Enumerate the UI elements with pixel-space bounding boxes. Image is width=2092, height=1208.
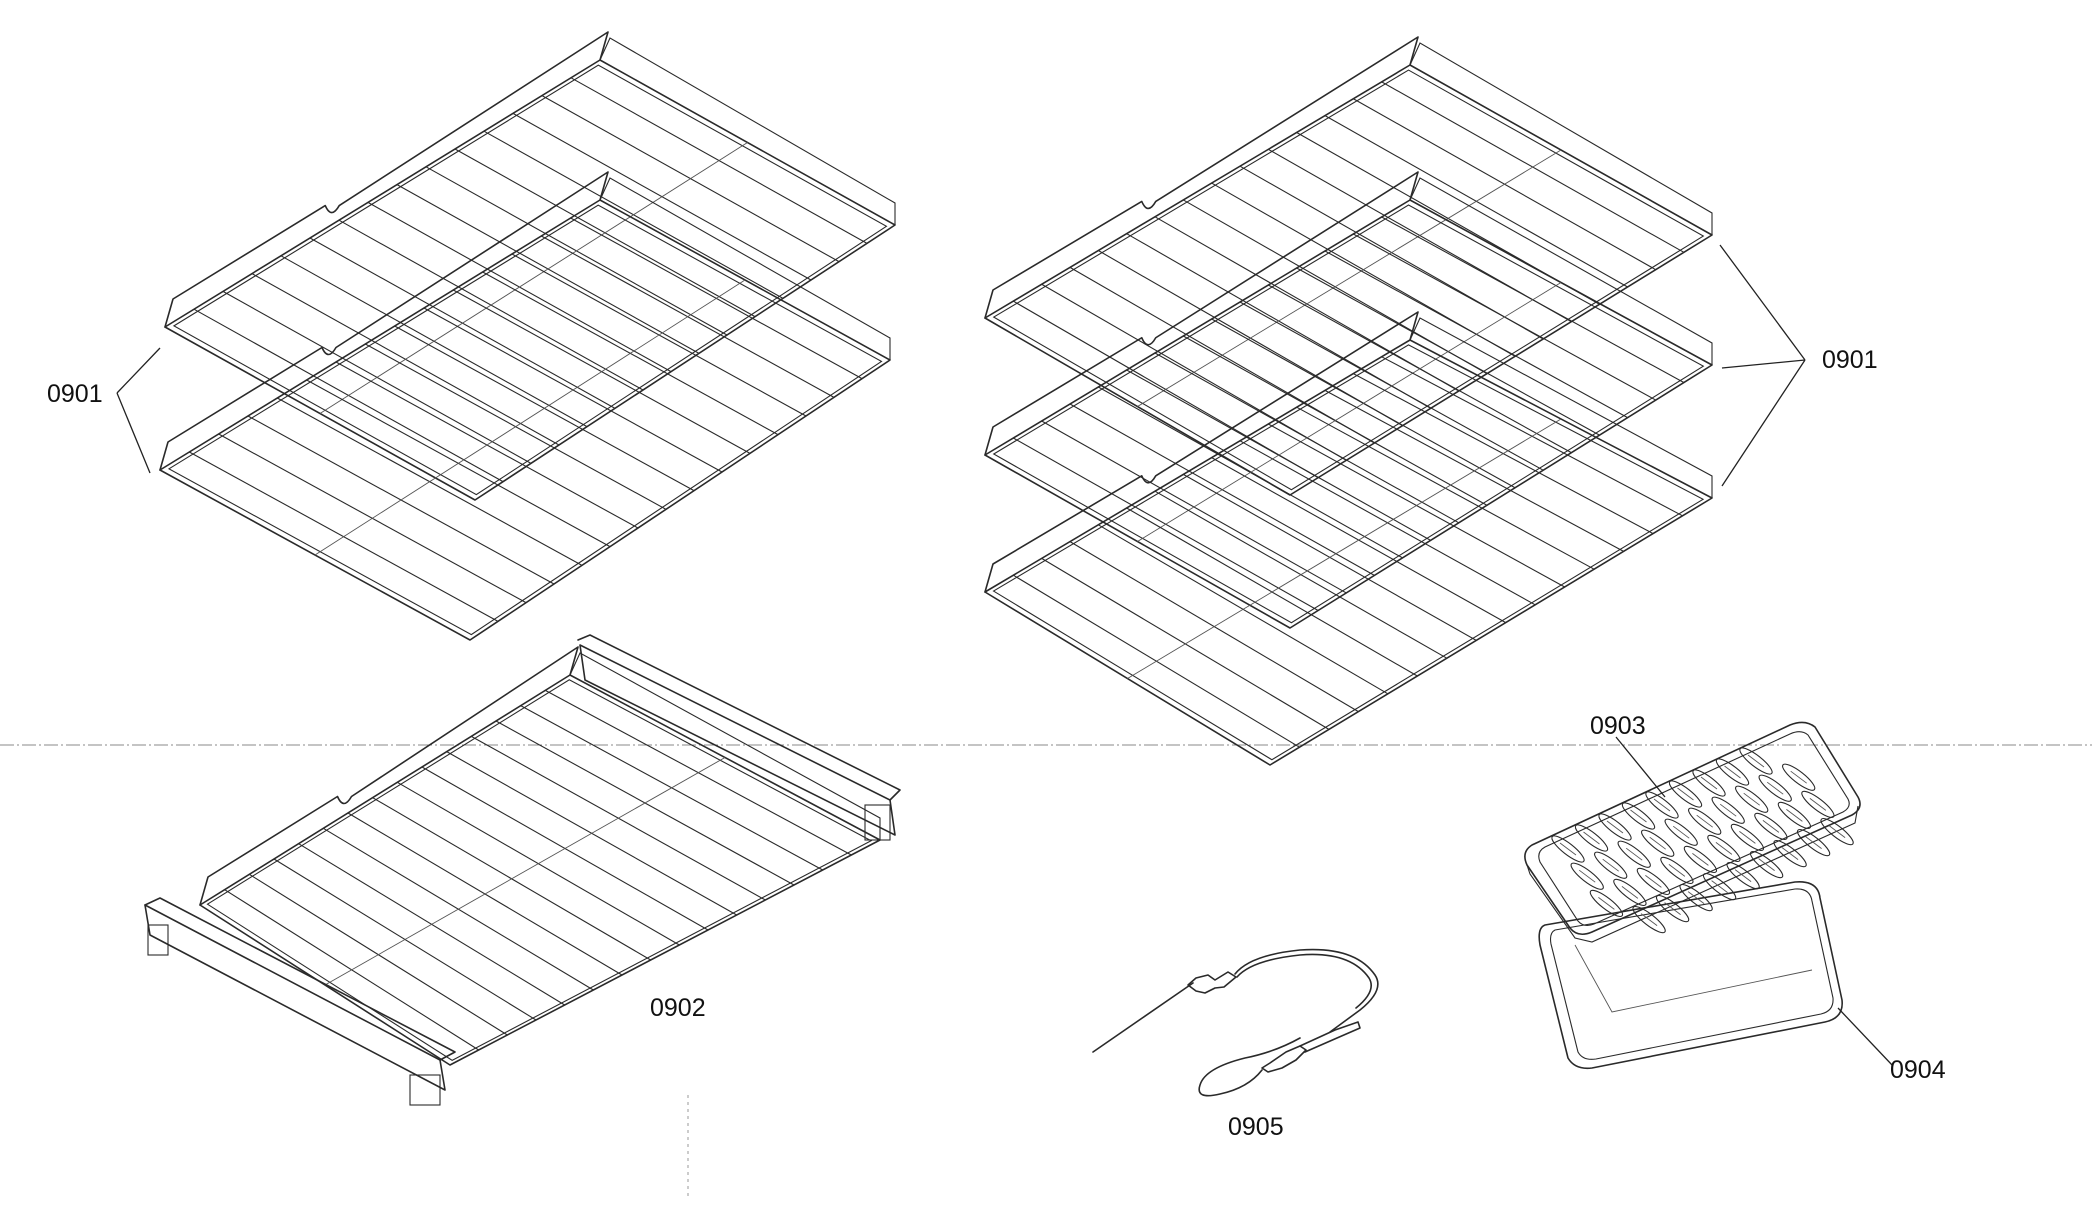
- label-0905: 0905: [1228, 1113, 1284, 1141]
- broil-grid-slots: [1551, 747, 1854, 934]
- oven-rack-right-middle: [984, 171, 1713, 629]
- broil-grid: [1524, 721, 1861, 943]
- broil-pan: [1538, 881, 1843, 1070]
- leader-lines: [116, 244, 1894, 1067]
- label-0901-right: 0901: [1822, 346, 1878, 374]
- oven-rack-right-upper: [984, 36, 1713, 496]
- telescopic-rack: [144, 634, 901, 1106]
- meat-probe: [1092, 948, 1379, 1097]
- oven-rack-right-lower: [984, 311, 1713, 766]
- label-0903: 0903: [1590, 712, 1646, 740]
- oven-rack-left-upper: [164, 31, 896, 501]
- oven-rack-left-lower: [159, 171, 891, 641]
- label-0904: 0904: [1890, 1056, 1946, 1084]
- label-0902: 0902: [650, 994, 706, 1022]
- label-0901-left: 0901: [47, 380, 103, 408]
